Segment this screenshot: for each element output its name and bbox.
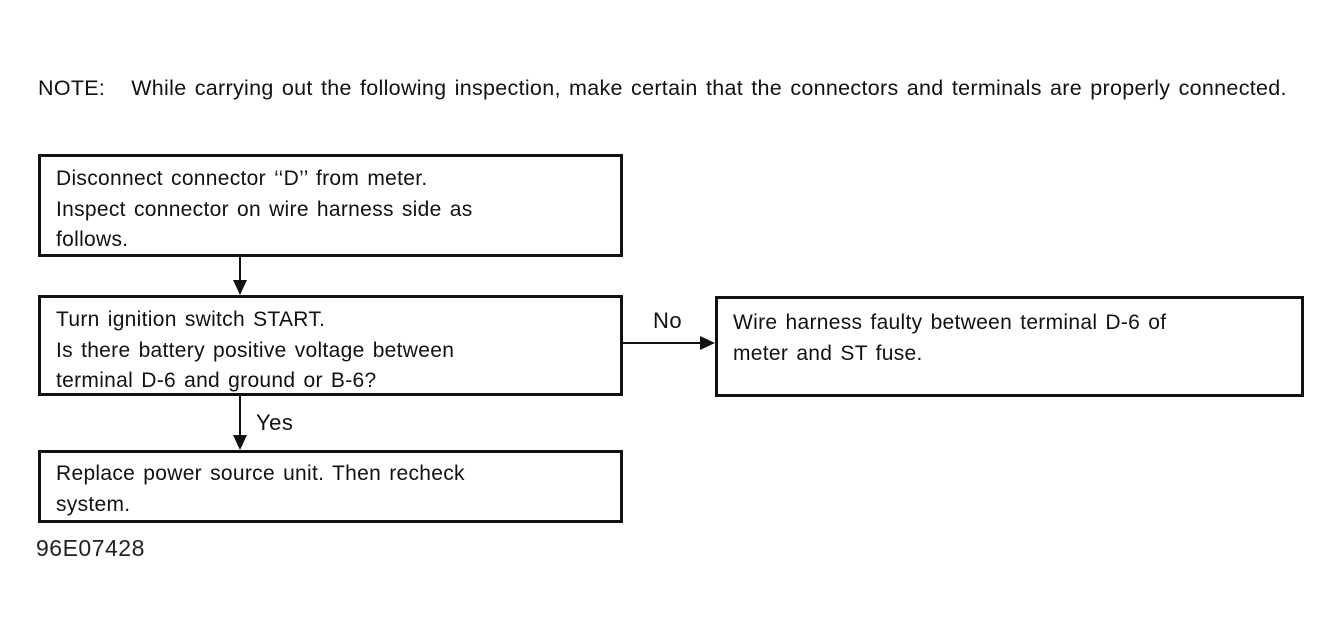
branch-label-no: No	[653, 308, 683, 333]
flow-box-line: system.	[56, 492, 131, 516]
flow-box-ignition-switch-test: Turn ignition switch START. Is there bat…	[38, 295, 623, 396]
note-label: NOTE:	[38, 76, 106, 100]
arrow-down-icon	[233, 280, 247, 295]
flow-box-line: follows.	[56, 228, 129, 251]
flow-box-line: meter and ST fuse.	[733, 341, 923, 365]
flow-box-line: Wire harness faulty between terminal D-6…	[733, 311, 1167, 334]
arrow-down-icon	[233, 435, 247, 450]
flow-box-line: Is there battery positive voltage betwee…	[56, 338, 455, 362]
flow-box-line: Disconnect connector ‘‘D’’ from meter.	[56, 167, 428, 190]
connector-line-down-2	[239, 396, 241, 438]
arrow-right-icon	[700, 336, 715, 350]
note-body: While carrying out the following inspect…	[131, 76, 1287, 100]
connector-line-down-1	[239, 257, 241, 283]
branch-label-yes: Yes	[256, 410, 294, 435]
flow-box-disconnect-connector: Disconnect connector ‘‘D’’ from meter. I…	[38, 154, 623, 257]
flow-box-line: Turn ignition switch START.	[56, 308, 326, 331]
flow-box-replace-power-source: Replace power source unit. Then recheck …	[38, 450, 623, 523]
figure-id: 96E07428	[36, 535, 145, 561]
flow-box-line: Replace power source unit. Then recheck	[56, 462, 465, 485]
connector-line-right	[623, 342, 703, 344]
note-paragraph: NOTE: While carrying out the following in…	[38, 73, 1308, 103]
flow-box-line: terminal D-6 and ground or B-6?	[56, 369, 377, 392]
flow-box-wire-harness-faulty: Wire harness faulty between terminal D-6…	[715, 296, 1304, 397]
flow-box-line: Inspect connector on wire harness side a…	[56, 197, 473, 221]
